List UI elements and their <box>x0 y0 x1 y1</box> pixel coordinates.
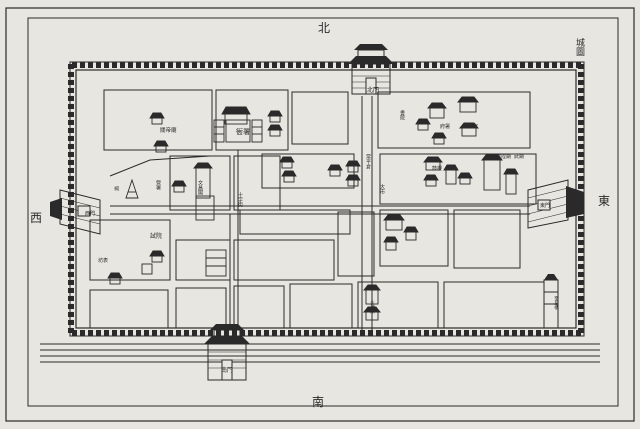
east-label: 東 <box>598 194 610 208</box>
north-label: 北 <box>318 21 330 35</box>
place-tower-east: 奎星樓 <box>554 295 559 311</box>
west-gate-plaque: 西門 <box>85 211 95 217</box>
west-label: 西 <box>30 211 42 225</box>
place-wenchang: 文昌閣 <box>197 179 203 196</box>
place-crossroads: 十字街 <box>237 191 243 208</box>
buildings <box>107 96 519 321</box>
west-gate <box>50 189 101 235</box>
east-gate-plaque: 東門 <box>540 202 550 209</box>
place-yamen: 衙署 <box>236 127 250 136</box>
place-shrine: 祠 <box>113 185 119 192</box>
place-confucian: 學宮 <box>468 123 478 130</box>
place-school: 書院 <box>399 109 405 121</box>
place-market: 大市 <box>379 183 385 195</box>
map-title: 城圖 <box>574 38 585 57</box>
place-examination: 試院 <box>150 232 162 240</box>
place-granary: 常平倉 <box>365 153 371 170</box>
place-drum-tower: 鼓樓 <box>432 165 442 172</box>
east-tower <box>543 274 559 329</box>
place-garrison: 營署 <box>155 179 161 191</box>
place-labels: 關帝廟 衙署 文昌閣 常平倉 大市 府署 學宮 城隍廟 鼓樓 書院 武廟 試院 … <box>98 109 559 315</box>
east-gate <box>527 179 584 229</box>
north-gate-plaque: 北門 <box>367 86 379 94</box>
place-guandi-temple: 關帝廟 <box>160 126 177 134</box>
place-prefecture: 府署 <box>440 123 450 130</box>
place-chenghuang: 城隍廟 <box>496 153 511 160</box>
south-gate <box>204 324 250 381</box>
south-gate-plaque: 南門 <box>221 366 233 374</box>
inner-frame <box>27 17 619 407</box>
outer-frame <box>5 7 635 422</box>
moat <box>40 343 600 363</box>
place-memorial: 坊表 <box>98 257 108 264</box>
street-blocks <box>89 89 545 329</box>
place-temple-small: 火神廟 <box>370 300 375 315</box>
city-wall <box>68 61 585 337</box>
place-wumiao: 武廟 <box>514 153 524 160</box>
main-streets <box>109 96 530 330</box>
north-gate <box>348 44 394 95</box>
south-label: 南 <box>312 394 324 409</box>
